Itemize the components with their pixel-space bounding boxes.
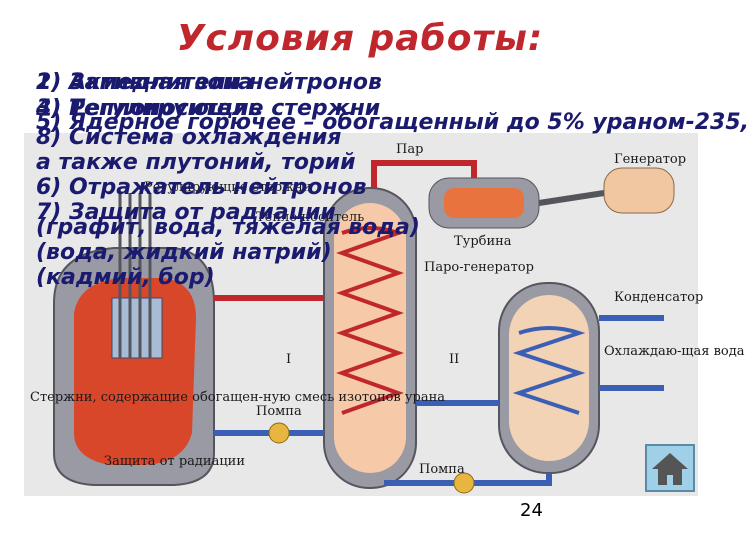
- label-turbine: Турбина: [454, 234, 512, 249]
- turbine: [428, 177, 540, 229]
- condition-4: 4) Регулирующие стержни: [36, 96, 381, 121]
- condition-1: 1) Активная зона: [36, 70, 253, 95]
- pipes: [214, 160, 664, 486]
- condition-5: 5) Ядерное горючее – обогащенный до 5% у…: [36, 110, 749, 135]
- label-condenser: Конденсатор: [614, 290, 703, 305]
- home-button[interactable]: [645, 444, 695, 492]
- home-icon: [652, 453, 688, 485]
- steam-generator-vessel: [323, 187, 417, 489]
- page-number: 24: [520, 500, 543, 521]
- pump-1-shape: [268, 422, 290, 444]
- nuclear-plant-diagram: Регулирующие стержни Тепло-носитель Пар …: [24, 133, 745, 496]
- label-control-rods: Регулирующие стержни: [144, 180, 311, 195]
- condition-6: 6) Отражатель нейтронов: [36, 175, 367, 200]
- label-pump-2: Помпа: [419, 462, 465, 477]
- label-circuit-1: I: [286, 352, 291, 367]
- label-steam-generator: Паро-генератор: [424, 260, 534, 275]
- pump-2-shape: [453, 472, 475, 494]
- label-steam: Пар: [396, 142, 423, 157]
- condition-8: 8) Система охлаждения: [36, 125, 342, 150]
- condenser-vessel: [498, 282, 600, 474]
- condition-5b: а также плутоний, торий: [36, 150, 356, 175]
- label-circuit-2: II: [449, 352, 459, 367]
- slide-title: Условия работы:: [176, 18, 544, 59]
- condition-2b: (графит, вода, тяжелая вода): [36, 215, 420, 240]
- condition-3b: (вода, жидкий натрий): [36, 240, 332, 265]
- condition-3: 3) Теплоноситель: [36, 96, 262, 121]
- label-fuel-rods: Стержни, содержащие обогащен-ную смесь и…: [30, 390, 445, 405]
- label-protection: Защита от радиации: [104, 454, 245, 469]
- condition-2: 2) Замедлители нейтронов: [36, 70, 382, 95]
- condition-7: 7) Защита от радиации: [36, 200, 336, 225]
- label-coolant: Тепло-носитель: [256, 210, 364, 225]
- label-cooling-water: Охлаждаю-щая вода: [604, 344, 745, 359]
- reactor-vessel: [53, 193, 215, 486]
- label-pump-1: Помпа: [256, 404, 302, 419]
- generator: [603, 167, 675, 214]
- label-generator: Генератор: [614, 152, 686, 167]
- condition-4b: (кадмий, бор): [36, 265, 215, 290]
